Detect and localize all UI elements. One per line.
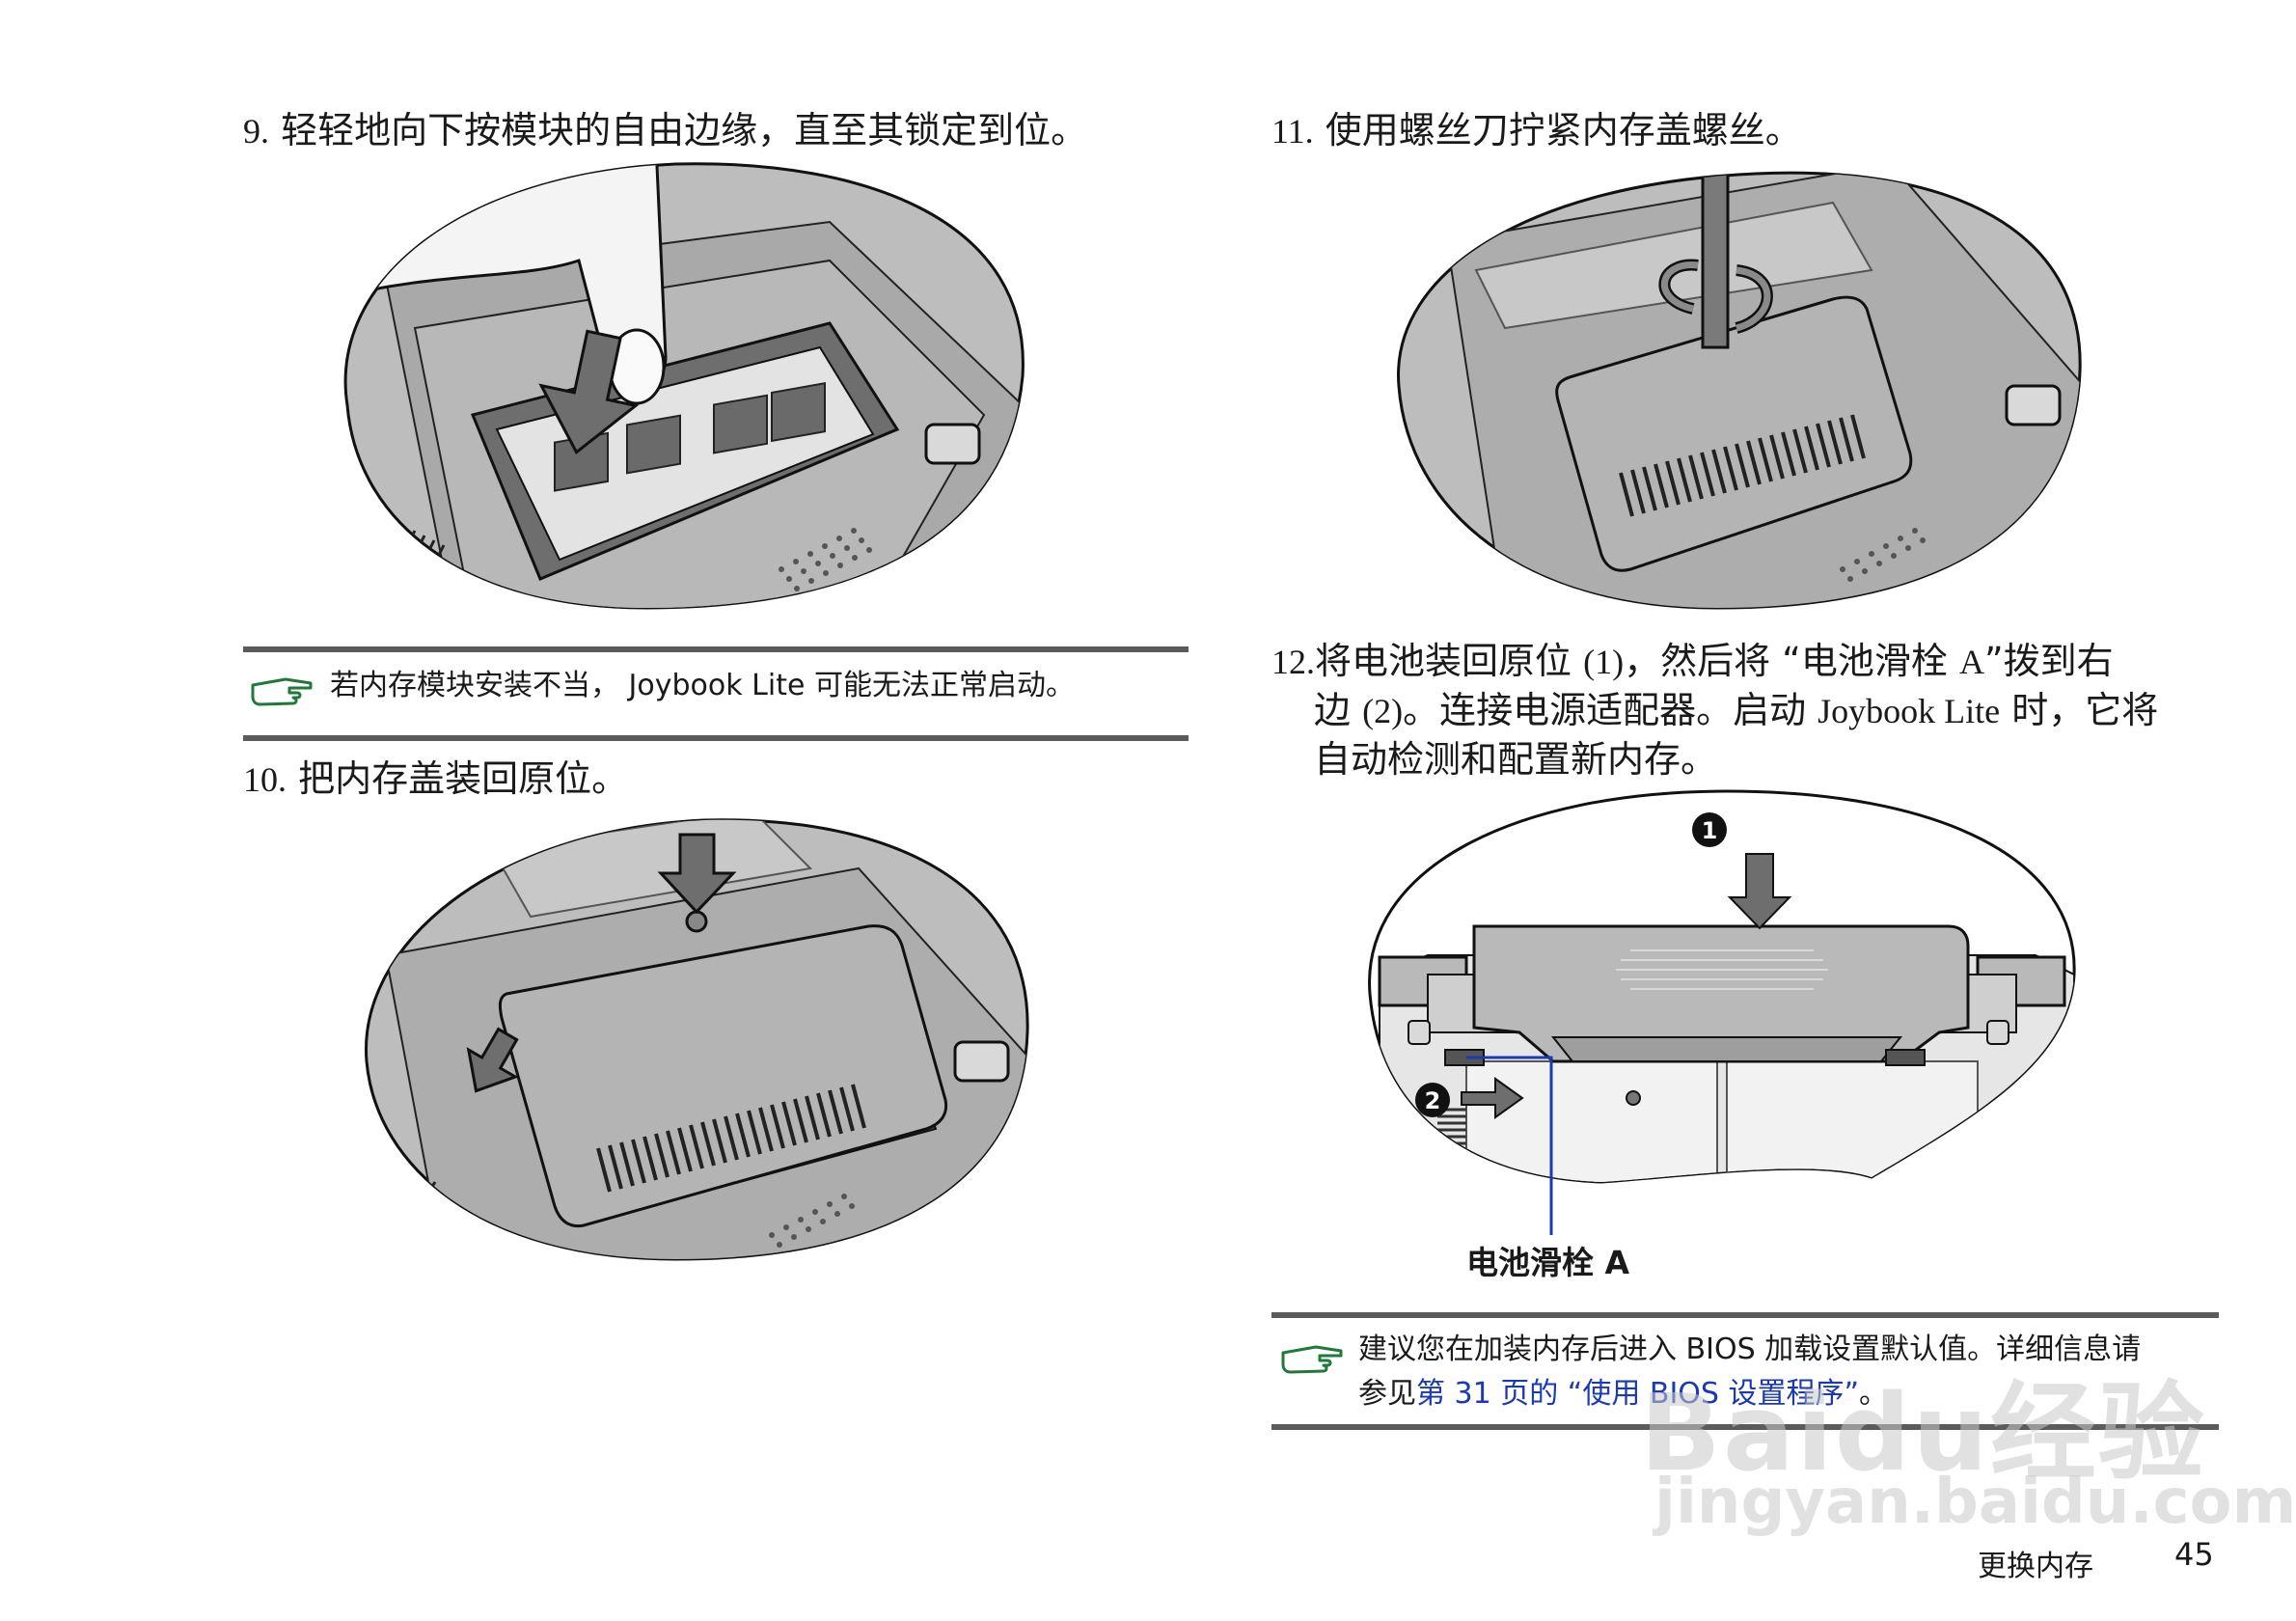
bios-setup-link[interactable]: 第 31 页的 “使用 BIOS 设置程序” (1416, 1377, 1860, 1411)
figure-tighten-screw (1397, 171, 2082, 610)
step-text: 将电池装回原位 (1315, 640, 1584, 682)
figure-replace-battery: 1 2 (1368, 789, 2076, 1235)
note-bottom-rule (1271, 1424, 2219, 1430)
step-number: 9. (243, 112, 269, 151)
step-number: 11. (1271, 112, 1314, 151)
page-number: 45 (2174, 1536, 2214, 1573)
figure-press-memory-module (343, 162, 1025, 610)
step-12: 12.将电池装回原位 (1)，然后将 “电池滑栓 A”拨到右 边 (2)。连接电… (1271, 637, 2198, 783)
pointing-hand-icon (1281, 1345, 1343, 1374)
note-bottom-rule (243, 735, 1189, 741)
step-text: 。连接电源适配器。启动 (1403, 689, 1818, 731)
note-bios-defaults: 建议您在加装内存后进入 BIOS 加载设置默认值。详细信息请 参见第 31 页的… (1358, 1328, 2217, 1416)
step-text: 边 (1314, 689, 1363, 731)
step-10: 10. 把内存盖装回原位。 (243, 755, 628, 804)
step-text: 使用螺丝刀拧紧内存盖螺丝。 (1325, 109, 1802, 151)
note-text: 参见 (1358, 1377, 1416, 1411)
callout-2: 2 (1425, 1087, 1441, 1114)
step-12-line-2: 边 (2)。连接电源适配器。启动 Joybook Lite 时，它将 (1271, 686, 2198, 735)
watermark-url: jingyan.baidu.com (1654, 1467, 2296, 1538)
step-9: 9. 轻轻地向下按模块的自由边缘，直至其锁定到位。 (243, 106, 1087, 155)
note-top-rule (1271, 1312, 2219, 1318)
callout-1: 1 (1702, 817, 1718, 844)
note-top-rule (243, 646, 1189, 652)
note-line-1: 建议您在加装内存后进入 BIOS 加载设置默认值。详细信息请 (1358, 1333, 2142, 1366)
footer-section-title: 更换内存 (1978, 1550, 2093, 1583)
step-text: ”拨到右 (1983, 640, 2114, 682)
battery-latch-label: 电池滑栓 A (1466, 1244, 1630, 1281)
step-number: 10. (243, 760, 287, 799)
step-text: 时，它将 (2000, 689, 2159, 731)
step-text: 把内存盖装回原位。 (298, 757, 629, 800)
step-ref: A (1958, 643, 1984, 681)
step-12-line-1: 12.将电池装回原位 (1)，然后将 “电池滑栓 A”拨到右 (1271, 637, 2198, 686)
product-name: Joybook Lite (1818, 692, 2001, 730)
note-line-2: 参见第 31 页的 “使用 BIOS 设置程序”。 (1358, 1372, 2217, 1416)
step-text: 轻轻地向下按模块的自由边缘，直至其锁定到位。 (281, 109, 1088, 151)
step-ref: (2) (1362, 692, 1404, 730)
note-text: 。 (1859, 1377, 1889, 1411)
step-12-line-3: 自动检测和配置新内存。 (1314, 738, 1718, 781)
figure-replace-memory-cover (365, 818, 1029, 1261)
note-improper-install: 若内存模块安装不当， Joybook Lite 可能无法正常启动。 (330, 669, 1075, 702)
pointing-hand-icon (251, 677, 313, 706)
step-ref: (1) (1583, 643, 1625, 681)
step-number: 12. (1271, 643, 1315, 681)
step-11: 11. 使用螺丝刀拧紧内存盖螺丝。 (1271, 106, 1802, 155)
step-text: ，然后将 “电池滑栓 (1624, 640, 1959, 682)
